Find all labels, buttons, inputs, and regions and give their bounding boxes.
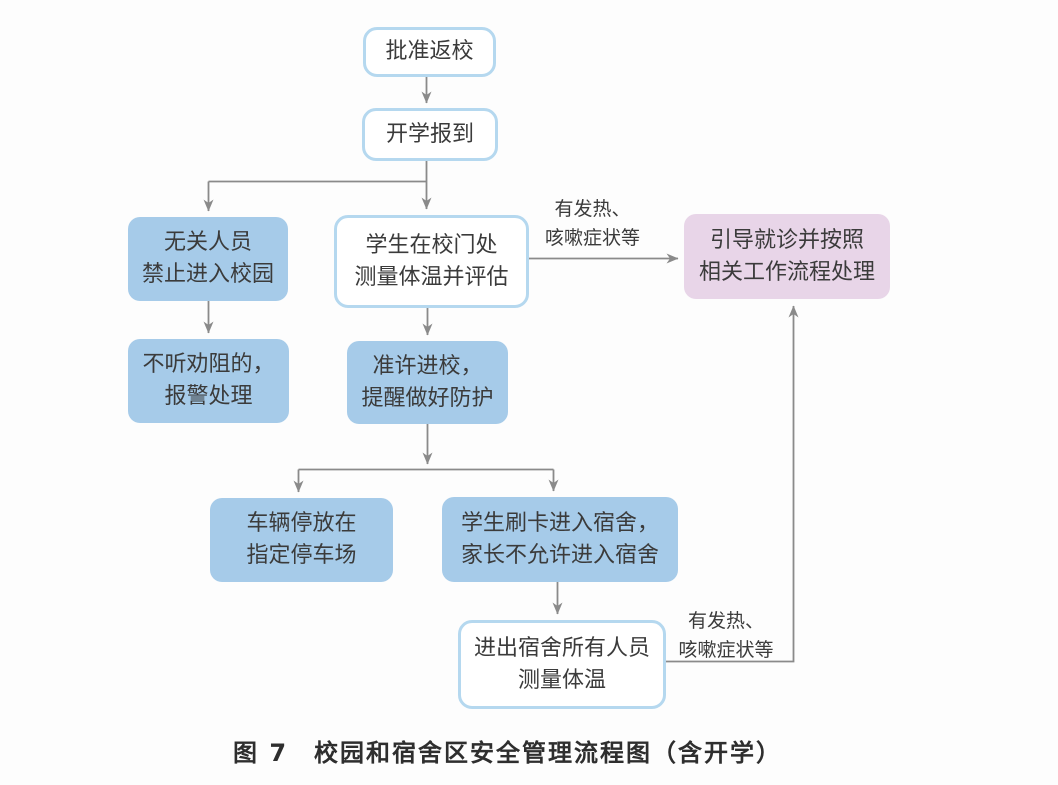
node-dorm-temperature-check: 进出宿舍所有人员 测量体温 [458, 620, 666, 709]
node-vehicle-parking: 车辆停放在 指定停车场 [210, 498, 393, 582]
node-unrelated-personnel: 无关人员 禁止进入校园 [128, 217, 288, 301]
node-allow-entry: 准许进校， 提醒做好防护 [347, 341, 508, 424]
figure-caption: 图 7 校园和宿舍区安全管理流程图（含开学） [232, 739, 783, 767]
edge-label-dorm-symptoms: 有发热、 咳嗽症状等 [678, 610, 774, 661]
node-report-enrollment: 开学报到 [362, 108, 498, 161]
node-gate-temperature-check: 学生在校门处 测量体温并评估 [334, 215, 529, 308]
edge-dormtemp-to-guide [660, 305, 799, 663]
node-approve-return: 批准返校 [363, 27, 496, 77]
node-dorm-card-entry: 学生刷卡进入宿舍， 家长不允许进入宿舍 [442, 497, 678, 582]
node-guide-medical-treatment: 引导就诊并按照 相关工作流程处理 [684, 214, 890, 299]
node-refuse-call-police: 不听劝阻的， 报警处理 [128, 339, 289, 423]
edge-label-gate-symptoms: 有发热、 咳嗽症状等 [544, 198, 640, 249]
